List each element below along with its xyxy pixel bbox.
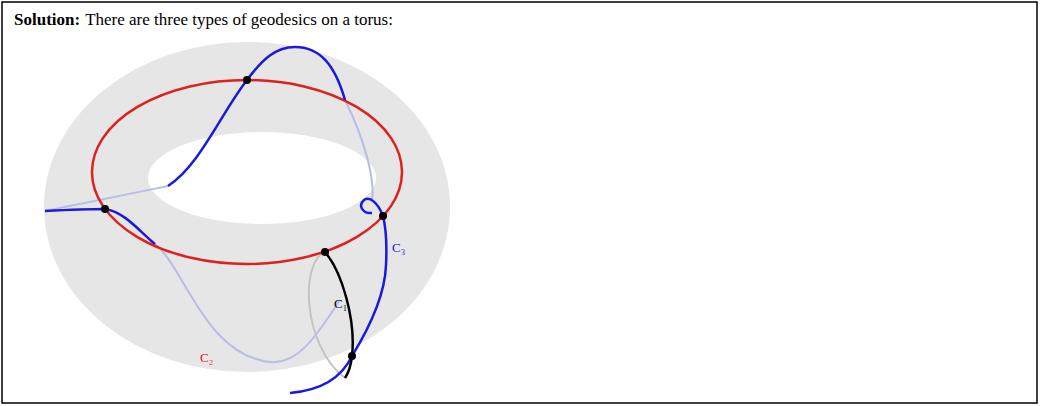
intersection-dots bbox=[101, 76, 387, 360]
curve-label: C₂ bbox=[200, 350, 213, 366]
torus-hole bbox=[148, 132, 376, 224]
torus-body bbox=[44, 42, 450, 372]
solution-heading: Solution: bbox=[14, 10, 80, 30]
c1-geodesic bbox=[325, 252, 353, 378]
hidden-c1-arc bbox=[309, 252, 345, 378]
curve-label: C₁ bbox=[334, 296, 347, 312]
c2-geodesic bbox=[92, 80, 402, 264]
c3-geodesic bbox=[45, 47, 386, 393]
intro-sentence: There are three types of geodesics on a … bbox=[85, 10, 393, 30]
curve-label: C₃ bbox=[392, 240, 405, 256]
